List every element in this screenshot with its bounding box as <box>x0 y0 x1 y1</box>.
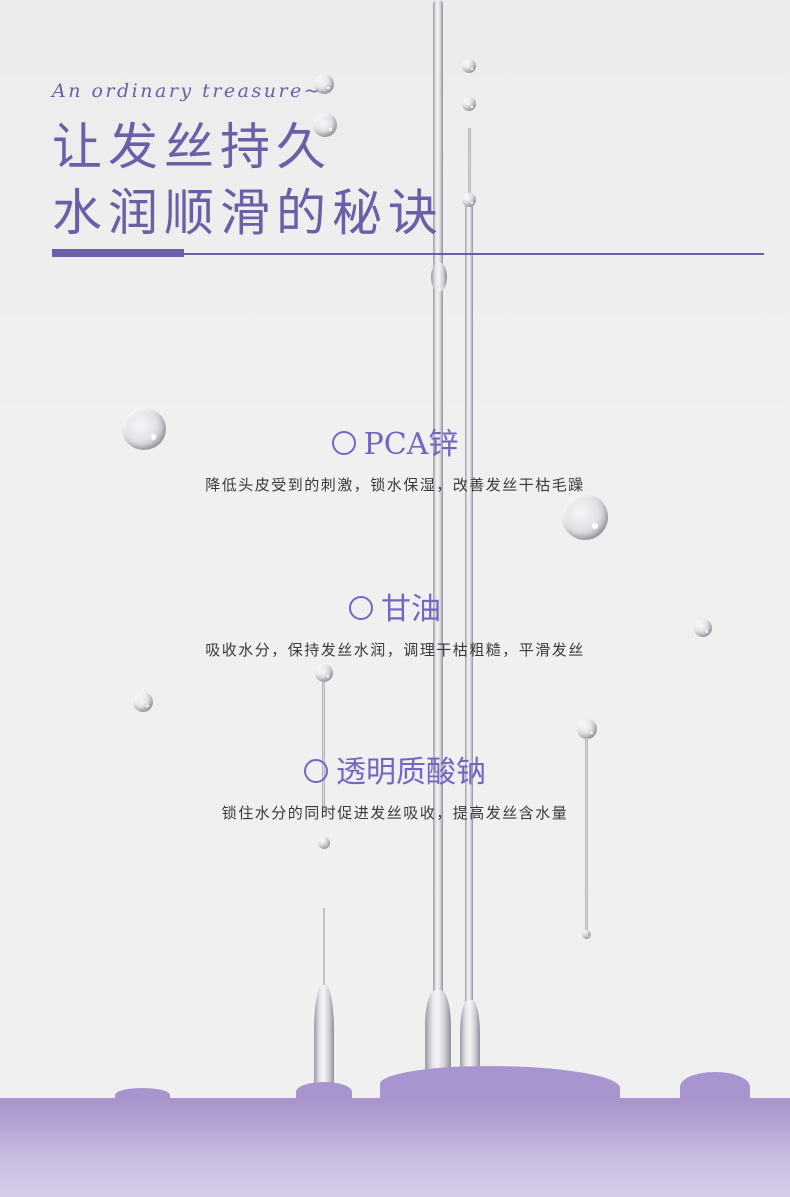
page-title-line1: 让发丝持久 <box>52 118 332 176</box>
ingredient-description: 吸收水分，保持发丝水润，调理干枯粗糙，平滑发丝 <box>205 641 585 659</box>
liquid-stream-base-left <box>425 990 451 1080</box>
ingredient-name: 甘油 <box>381 592 441 627</box>
thin-stream <box>585 738 588 933</box>
water-droplet <box>577 719 597 739</box>
tagline: An ordinary treasure~ <box>52 80 323 102</box>
liquid-stream-bulge <box>431 262 447 292</box>
ingredient-description: 降低头皮受到的刺激，锁水保湿，改善发丝干枯毛躁 <box>205 476 585 494</box>
water-droplet <box>122 408 166 450</box>
thin-stream <box>323 908 325 988</box>
purple-liquid-pool <box>0 1098 790 1197</box>
water-droplet <box>313 113 337 137</box>
water-droplet <box>562 494 608 540</box>
circle-bullet-icon <box>349 596 373 620</box>
circle-bullet-icon <box>331 431 356 455</box>
page-title-line2: 水润顺滑的秘诀 <box>52 184 444 242</box>
water-droplet <box>582 930 591 939</box>
water-droplet <box>314 74 334 94</box>
ingredient-description: 锁住水分的同时促进发丝吸收，提高发丝含水量 <box>221 804 569 822</box>
liquid-stream-base-right <box>460 1000 480 1082</box>
liquid-stream-right <box>465 200 473 1090</box>
thin-stream <box>322 682 325 812</box>
liquid-bump <box>680 1072 750 1102</box>
falling-drop <box>314 985 334 1095</box>
ingredient-item: 透明质酸钠 锁住水分的同时促进发丝吸收，提高发丝含水量 <box>0 758 790 823</box>
water-droplet <box>462 59 476 73</box>
water-droplet <box>133 692 153 712</box>
ingredient-item: PCA锌 降低头皮受到的刺激，锁水保湿，改善发丝干枯毛躁 <box>0 430 790 495</box>
liquid-stream-left <box>433 0 443 1090</box>
water-droplet <box>694 619 712 637</box>
water-droplet <box>462 193 476 207</box>
water-droplet <box>462 97 476 111</box>
accent-divider-thin <box>184 253 764 255</box>
ingredient-name: 透明质酸钠 <box>336 755 486 790</box>
ingredient-item: 甘油 吸收水分，保持发丝水润，调理干枯粗糙，平滑发丝 <box>0 595 790 660</box>
ingredient-name: PCA锌 <box>363 427 459 462</box>
water-droplet <box>315 664 333 682</box>
water-droplet <box>318 837 330 849</box>
thin-stream-top <box>468 128 471 200</box>
accent-divider-thick <box>52 249 184 257</box>
liquid-bump <box>296 1082 352 1102</box>
circle-bullet-icon <box>304 759 328 783</box>
